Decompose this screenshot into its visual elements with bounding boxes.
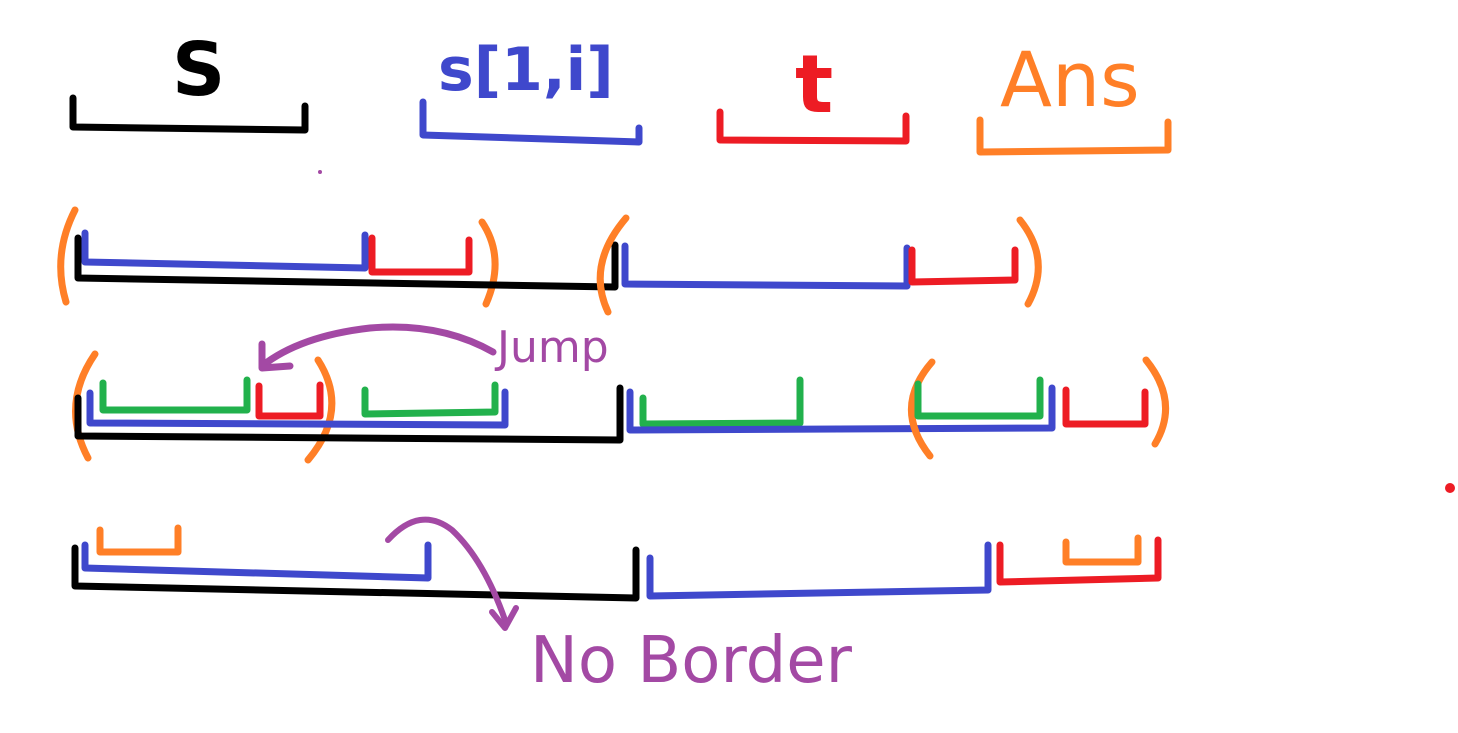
row-border bbox=[57, 206, 1042, 316]
row3-orange-close-left bbox=[304, 356, 336, 464]
row2-blue-right bbox=[621, 242, 911, 290]
row2-orange-open-right bbox=[596, 214, 630, 316]
row2-red-right bbox=[908, 246, 1019, 286]
legend-s-prefix-label: s[1,i] bbox=[438, 35, 614, 105]
legend-s-prefix: s[1,i] bbox=[419, 35, 643, 146]
row-jump: Jump bbox=[72, 322, 1170, 464]
row2-blue-left bbox=[81, 229, 369, 272]
row-no-border: No Border bbox=[71, 516, 1162, 698]
row3-green-3 bbox=[639, 376, 804, 428]
row4-orange-small bbox=[96, 524, 182, 556]
row3-orange-open-right bbox=[908, 358, 936, 460]
row4-blue-left bbox=[81, 541, 432, 582]
legend-s: S bbox=[69, 27, 309, 134]
legend-s-bracket bbox=[69, 94, 309, 134]
legend-ans-label: Ans bbox=[1000, 35, 1140, 124]
jump-arrow-head bbox=[258, 340, 294, 372]
jump-arrow bbox=[258, 323, 497, 370]
jump-label: Jump bbox=[494, 322, 609, 373]
legend-t: t bbox=[716, 38, 910, 145]
stray-dot bbox=[318, 170, 322, 174]
row4-orange-inner bbox=[1062, 534, 1142, 566]
row2-orange-open-left bbox=[57, 206, 79, 306]
red-dot bbox=[1445, 483, 1455, 493]
row4-black-s bbox=[71, 544, 640, 602]
row3-red-right bbox=[1062, 386, 1149, 428]
no-border-label: No Border bbox=[530, 624, 853, 698]
legend-s-label: S bbox=[172, 27, 225, 113]
no-border-arrow-head bbox=[489, 605, 519, 631]
row4-blue-right bbox=[646, 541, 992, 600]
row3-black-s bbox=[74, 384, 624, 444]
row2-orange-close-left bbox=[478, 218, 499, 308]
row2-orange-close-right bbox=[1016, 216, 1042, 308]
no-border-arrow bbox=[385, 516, 508, 623]
row3-red-1 bbox=[255, 381, 324, 420]
row3-blue-left bbox=[86, 388, 509, 429]
legend-t-bracket bbox=[716, 108, 910, 145]
legend-ans-bracket bbox=[976, 116, 1172, 156]
row2-red-left bbox=[368, 234, 473, 276]
row2-black-s bbox=[74, 234, 619, 291]
row3-orange-close-right bbox=[1142, 356, 1170, 448]
legend-t-label: t bbox=[795, 38, 833, 131]
row3-green-1 bbox=[99, 376, 251, 414]
legend-ans: Ans bbox=[976, 35, 1172, 156]
row3-green-4 bbox=[914, 376, 1044, 420]
row4-red-right bbox=[996, 536, 1162, 586]
row3-blue-right bbox=[626, 384, 1056, 434]
row3-green-2 bbox=[361, 381, 499, 418]
legend-s-prefix-bracket bbox=[419, 98, 643, 146]
